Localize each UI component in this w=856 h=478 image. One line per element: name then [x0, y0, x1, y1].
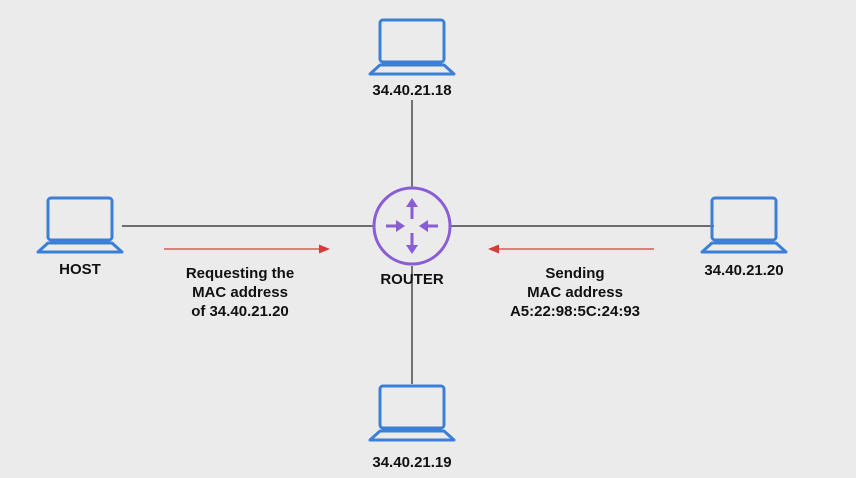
host-label: HOST	[59, 261, 101, 278]
router-label: ROUTER	[380, 271, 444, 288]
top-node-label: 34.40.21.18	[372, 82, 452, 99]
request-arrow	[164, 244, 330, 254]
right-node-label: 34.40.21.20	[704, 262, 784, 279]
reply-message: Sending MAC address A5:22:98:5C:24:93	[490, 264, 660, 321]
reply-arrow	[488, 244, 654, 254]
request-line: MAC address	[192, 284, 288, 301]
router-icon	[372, 186, 452, 266]
request-line: Requesting the	[185, 265, 295, 282]
reply-line: MAC address	[527, 284, 623, 301]
laptop-icon	[368, 18, 456, 76]
laptop-icon	[700, 196, 788, 254]
reply-line: A5:22:98:5C:24:93	[509, 303, 641, 320]
request-message: Requesting the MAC address of 34.40.21.2…	[155, 264, 325, 321]
laptop-icon	[368, 384, 456, 442]
request-line: of 34.40.21.20	[191, 303, 289, 320]
laptop-icon	[36, 196, 124, 254]
reply-line: Sending	[545, 265, 605, 282]
bottom-node-label: 34.40.21.19	[372, 454, 452, 471]
